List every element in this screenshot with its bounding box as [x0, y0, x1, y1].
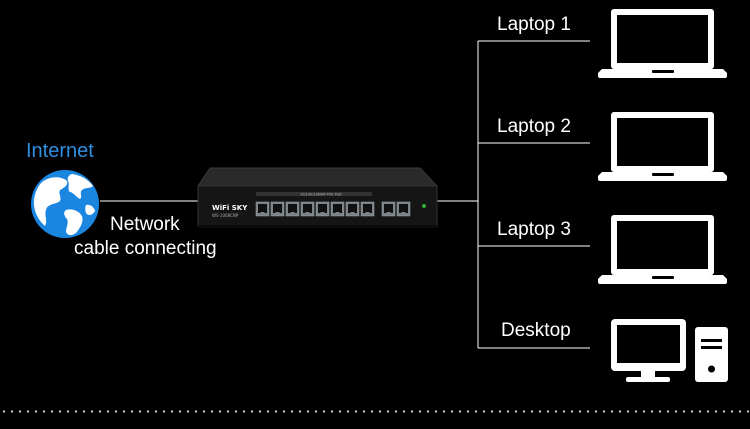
desktop-icon	[611, 319, 728, 382]
ethernet-port	[315, 201, 330, 217]
ethernet-port	[255, 201, 270, 217]
switch-brand: WiFi SKY	[212, 204, 248, 212]
globe-icon	[31, 170, 99, 238]
ethernet-port	[300, 201, 315, 217]
ethernet-port	[330, 201, 345, 217]
laptops-group	[598, 9, 727, 284]
switch-ports	[255, 201, 411, 217]
ethernet-port	[285, 201, 300, 217]
network-cable-label-line-1: Network	[110, 214, 180, 235]
internet-label: Internet	[26, 140, 94, 162]
laptop-3-label: Laptop 3	[497, 219, 571, 240]
dotted-divider	[0, 410, 750, 413]
network-cable-label-line-2: cable connecting	[74, 238, 217, 259]
laptop-icon	[598, 215, 727, 284]
switch-model: WS-1008CNP	[212, 213, 239, 218]
ethernet-port	[381, 201, 396, 217]
laptop-icon	[598, 9, 727, 78]
desktop-label: Desktop	[501, 320, 571, 341]
ethernet-port	[345, 201, 360, 217]
laptop-icon	[598, 112, 727, 181]
laptop-2-label: Laptop 2	[497, 116, 571, 137]
switch-device: WiFi SKY WS-1008CNP 10/100/1000M POE Por…	[197, 167, 439, 228]
ethernet-port	[270, 201, 285, 217]
switch-panel-text: 10/100/1000M POE Port	[300, 193, 342, 197]
ethernet-port	[360, 201, 375, 217]
ethernet-port	[396, 201, 411, 217]
connection-lines	[100, 40, 590, 349]
laptop-1-label: Laptop 1	[497, 14, 571, 35]
